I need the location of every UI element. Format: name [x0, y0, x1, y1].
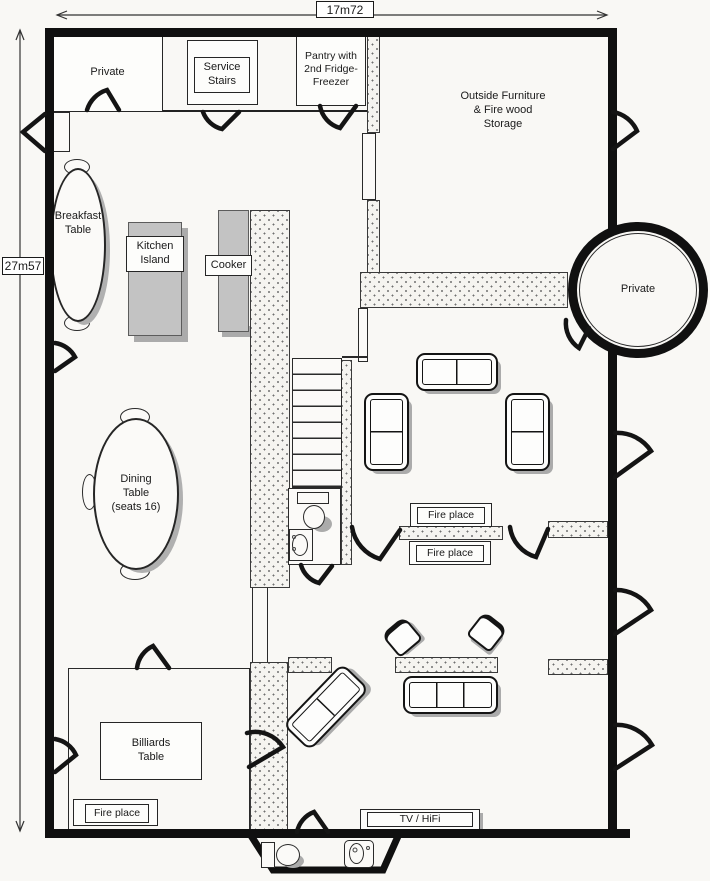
room-private-round-label: Private	[620, 283, 656, 296]
door-arc-right-3	[612, 722, 656, 772]
door-arc-right-2	[612, 587, 655, 637]
dimension-height: 27m57	[2, 257, 44, 275]
door-arc-private-top	[84, 87, 122, 113]
hatch-fireplace-wall	[399, 526, 503, 540]
kitchen-island-label-box: Kitchen Island	[126, 236, 184, 272]
breakfast-table	[50, 168, 106, 322]
sofa-left	[364, 393, 409, 471]
door-arc-wc	[298, 562, 335, 586]
fireplace-billiards-label: Fire place	[93, 806, 141, 819]
wall-top	[45, 28, 617, 37]
staircase	[292, 358, 342, 488]
billiards-table-label: Billiards Table	[131, 737, 171, 763]
sofa-right	[505, 393, 550, 471]
door-arc-right-1	[612, 430, 655, 480]
cooker-label: Cooker	[210, 258, 247, 271]
storage-label: Outside Furniture & Fire wood Storage	[460, 90, 546, 130]
door-arc-pantry	[317, 103, 359, 131]
door-arc-billiards-top	[134, 643, 172, 671]
room-pantry: Pantry with 2nd Fridge- Freezer	[296, 33, 366, 106]
hatch-lower-right	[548, 659, 608, 675]
ext-toilet-bowl	[276, 844, 300, 866]
dimension-arrow-left-top	[15, 28, 25, 41]
door-arc-service-stairs	[200, 109, 242, 132]
hatch-stub-mid-right	[548, 521, 608, 538]
dimension-arrow-top-right	[596, 10, 609, 20]
dimension-height-label: 27m57	[4, 259, 42, 273]
dimension-arrow-left-bottom	[15, 820, 25, 833]
dining-table: Dining Table (seats 16)	[93, 418, 179, 570]
door-arc-fireplace-left	[349, 524, 403, 562]
sofa-tv	[403, 676, 498, 714]
wc-cistern	[297, 492, 329, 504]
ext-sink-tap-2	[366, 846, 370, 850]
wc-toilet-bowl	[303, 505, 325, 529]
wall-bottom	[45, 829, 630, 838]
dimension-arrow-top-left	[55, 10, 68, 20]
wall-stub-living	[358, 308, 368, 362]
tv-hifi: TV / HiFi	[367, 812, 473, 827]
wc-sink-basin	[292, 534, 308, 556]
hatch-storage-bottom	[360, 272, 568, 308]
wall-stair-connector	[342, 356, 368, 358]
wall-left	[45, 28, 54, 838]
window-storage-left	[362, 133, 376, 200]
service-stairs-label: Service Stairs	[203, 61, 241, 87]
dimension-width-label: 17m72	[326, 2, 364, 17]
hatch-lower-left	[288, 657, 332, 673]
wc-sink-tap-1	[292, 535, 296, 539]
dining-table-label: Dining Table (seats 16)	[111, 473, 161, 513]
hatch-kitchen-divider	[250, 210, 290, 588]
breakfast-table-label: Breakfast Table	[54, 210, 102, 236]
door-arc-fireplace-right	[507, 524, 551, 560]
dimension-width: 17m72	[316, 1, 374, 18]
fireplace-upper-label: Fire place	[427, 508, 475, 521]
ext-toilet-cistern	[261, 842, 275, 868]
ext-sink-tap-1	[352, 847, 358, 853]
wc-sink-tap-2	[292, 547, 296, 551]
room-private-round: Private	[568, 222, 708, 358]
sofa-top	[416, 353, 498, 391]
hatch-lower-mid	[395, 657, 498, 673]
wall-top-corridor	[54, 110, 368, 112]
fireplace-billiards: Fire place	[85, 804, 149, 823]
wall-passage	[252, 588, 268, 662]
door-arc-billiards-right	[244, 729, 287, 770]
wall-right	[608, 28, 617, 838]
pantry-label: Pantry with 2nd Fridge- Freezer	[304, 49, 358, 89]
fireplace-lower: Fire place	[416, 545, 484, 562]
door-arc-billiards-left	[52, 736, 79, 775]
service-stairs-label-box: Service Stairs	[194, 57, 250, 93]
tv-hifi-label: TV / HiFi	[399, 812, 441, 825]
billiards-table: Billiards Table	[100, 722, 202, 780]
door-arc-kitchen-left	[52, 340, 78, 374]
fireplace-upper: Fire place	[417, 507, 485, 524]
cooker-label-box: Cooker	[205, 255, 252, 276]
door-arc-exterior-left	[19, 111, 48, 154]
door-arc-extension	[294, 809, 331, 835]
room-private-round-ring	[579, 233, 697, 347]
room-private-top-label: Private	[90, 65, 125, 78]
door-arc-storage-right	[610, 109, 640, 152]
door-arc-private-round	[563, 317, 592, 352]
fireplace-lower-label: Fire place	[426, 546, 474, 559]
ext-sink-basin	[349, 843, 364, 864]
kitchen-island-label: Kitchen Island	[136, 240, 174, 266]
